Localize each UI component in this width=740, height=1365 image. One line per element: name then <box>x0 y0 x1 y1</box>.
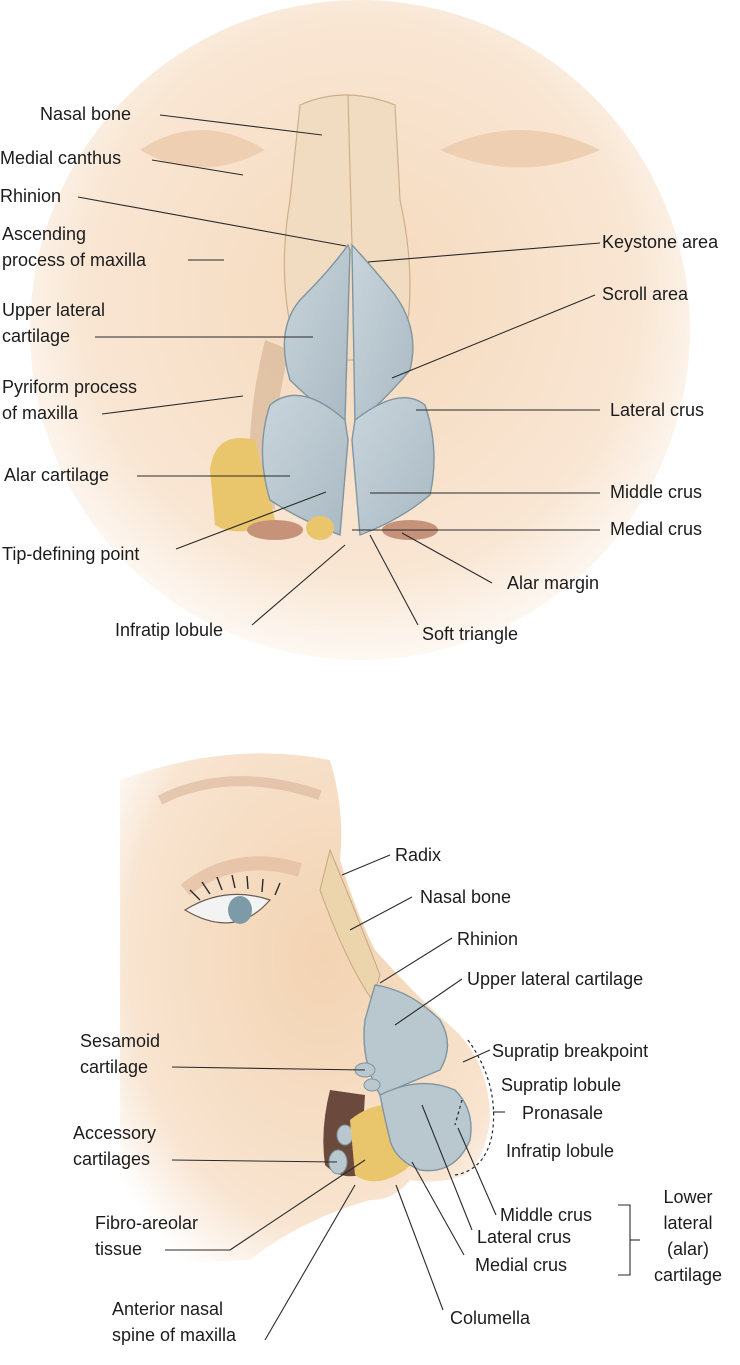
leader-tip-defining <box>175 491 327 550</box>
leader-middle-crus-side <box>457 1127 497 1216</box>
label-columella: Columella <box>450 1308 531 1328</box>
leader-medial-crus-side <box>411 1161 465 1256</box>
eyelashes <box>189 874 281 901</box>
leader-radix <box>341 854 391 876</box>
upper-lateral-cartilage <box>363 984 449 1096</box>
label-soft-triangle: Soft triangle <box>422 624 519 644</box>
eyebrow <box>157 776 322 805</box>
label-rhinion-side: Rhinion <box>457 929 519 949</box>
label-tip-defining-point: Tip-defining point <box>2 544 140 564</box>
leader-scroll <box>391 294 596 379</box>
leader-rhinion <box>77 196 347 247</box>
label-accessory-line1: Accessory <box>73 1123 157 1143</box>
label-medial-crus: Medial crus <box>610 519 703 539</box>
lower-lateral-cartilage <box>379 1082 472 1172</box>
left-eye-shape <box>140 130 265 168</box>
label-lower-lateral-line1: Lower <box>663 1187 713 1207</box>
accessory-cartilage-2 <box>336 1124 354 1146</box>
leader-supratip-breakpoint <box>462 1049 491 1063</box>
label-middle-crus: Middle crus <box>610 482 703 502</box>
label-alar-margin: Alar margin <box>507 573 600 593</box>
label-upper-lateral-cartilage: Upper lateral cartilage <box>467 969 644 989</box>
label-pyriform-line2: of maxilla <box>2 403 79 423</box>
label-lateral-crus: Lateral crus <box>610 400 705 420</box>
face-profile <box>120 753 490 1265</box>
label-ascending-process-line1: Ascending <box>2 224 87 244</box>
label-fibro-line2: tissue <box>95 1239 143 1259</box>
leader-keystone <box>367 242 601 263</box>
leader-lateral-crus-side <box>421 1104 473 1231</box>
label-alar-cartilage: Alar cartilage <box>4 465 110 485</box>
front-view-panel: Nasal bone Medial canthus Rhinion Ascend… <box>0 0 740 680</box>
label-medial-canthus: Medial canthus <box>0 148 122 168</box>
leader-rhinion-side <box>379 937 453 984</box>
fat-pad-left <box>210 438 275 532</box>
leader-nasal-bone <box>159 114 323 136</box>
label-upper-lateral-line2: cartilage <box>2 326 71 346</box>
label-infratip-lobule-side: Infratip lobule <box>506 1141 615 1161</box>
fat-tip <box>306 516 334 540</box>
iris <box>228 896 252 924</box>
label-lower-lateral-line4: cartilage <box>653 1265 723 1285</box>
label-medial-crus-side: Medial crus <box>475 1255 568 1275</box>
label-keystone-area: Keystone area <box>602 232 719 252</box>
side-view-illustration <box>120 753 640 1341</box>
label-supratip-lobule: Supratip lobule <box>501 1075 622 1095</box>
alar-cartilage-right <box>351 397 435 536</box>
label-pronasale: Pronasale <box>522 1103 604 1123</box>
leader-alar-margin <box>401 532 493 584</box>
leader-fibro-areolar-d <box>229 1159 366 1251</box>
leader-nasal-bone-side <box>349 896 413 931</box>
label-ascending-process-line2: process of maxilla <box>2 250 147 270</box>
label-lateral-crus-side: Lateral crus <box>477 1227 572 1247</box>
label-lower-lateral-line3: (alar) <box>666 1239 709 1259</box>
leader-columella <box>395 1184 444 1311</box>
label-scroll-area: Scroll area <box>602 284 689 304</box>
front-view-illustration <box>30 0 690 660</box>
upper-eyelid <box>180 856 303 896</box>
supratip-dashed-line <box>454 1099 463 1126</box>
nasal-midline <box>347 94 353 246</box>
label-middle-crus-side: Middle crus <box>500 1205 593 1225</box>
label-anterior-spine-line1: Anterior nasal <box>112 1299 224 1319</box>
leader-sesamoid <box>171 1066 366 1071</box>
label-lower-lateral-line2: lateral <box>663 1213 713 1233</box>
label-sesamoid-line2: cartilage <box>80 1057 149 1077</box>
label-anterior-spine-line2: spine of maxilla <box>112 1325 237 1345</box>
label-nasal-bone-side: Nasal bone <box>420 887 512 907</box>
lower-lateral-bracket <box>618 1204 631 1276</box>
label-pyriform-line1: Pyriform process <box>2 377 138 397</box>
label-sesamoid-line1: Sesamoid <box>80 1031 161 1051</box>
label-rhinion: Rhinion <box>0 186 62 206</box>
side-view-panel: Radix Nasal bone Rhinion Upper lateral c… <box>0 700 740 1365</box>
label-nasal-bone: Nasal bone <box>40 104 132 124</box>
leader-upper-lateral-side <box>394 978 463 1026</box>
label-fibro-line1: Fibro-areolar <box>95 1213 199 1233</box>
label-upper-lateral-line1: Upper lateral <box>2 300 106 320</box>
right-eye-shape <box>440 130 600 168</box>
nostril-left <box>247 520 303 540</box>
label-infratip-lobule: Infratip lobule <box>115 620 224 640</box>
leader-pyriform <box>101 395 244 415</box>
sesamoid-cartilage-2 <box>363 1078 381 1092</box>
leader-anterior-spine <box>264 1184 356 1341</box>
leader-accessory <box>171 1159 338 1163</box>
label-accessory-line2: cartilages <box>73 1149 151 1169</box>
leader-medial-canthus <box>151 159 244 176</box>
label-radix: Radix <box>395 845 442 865</box>
leader-soft-triangle <box>369 534 419 626</box>
label-supratip-breakpoint: Supratip breakpoint <box>492 1041 649 1061</box>
leader-infratip <box>251 544 346 626</box>
pronasale-dashed-curve <box>454 1039 495 1176</box>
